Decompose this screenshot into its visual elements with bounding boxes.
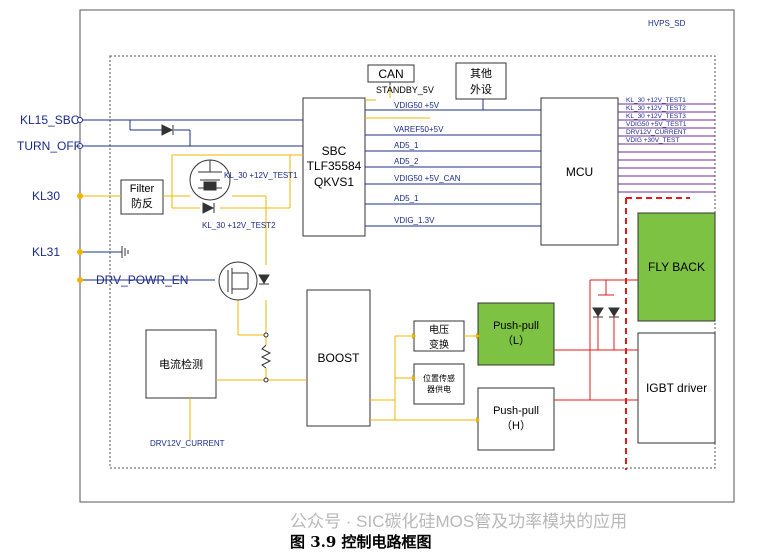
can-block	[367, 64, 415, 83]
label-test2: KL_30 +12V_TEST2	[202, 221, 276, 230]
boost-block	[306, 289, 371, 427]
current-detect-label: 电流检测	[159, 359, 203, 371]
port-drv-powr-en: DRV_POWR_EN	[96, 273, 189, 287]
outer-frame	[79, 9, 735, 503]
igbt-driver-block	[637, 332, 716, 444]
sig-ad5-1a: AD5_1	[394, 141, 419, 150]
igbt-label: IGBT driver	[645, 381, 708, 395]
watermark: 公众号 · SIC碳化硅MOS管及功率模块的应用	[290, 512, 628, 531]
other-peripherals-block	[455, 62, 507, 100]
standby-label: STANDBY_5V	[376, 85, 434, 95]
inner-dashed-frame	[109, 55, 716, 469]
flyback-block	[637, 212, 716, 322]
sig-vdig13: VDIG_1.3V	[394, 216, 435, 225]
voltage-convert-block	[413, 320, 465, 352]
current-detect-block	[145, 329, 217, 399]
port-turn-off: TURN_OFF	[17, 139, 81, 153]
figure-caption: 图 3.9 控制电路框图	[290, 533, 432, 551]
flyback-label: FLY BACK	[648, 260, 705, 274]
sig-vdig50: VDIG50 +5V	[394, 101, 440, 110]
mcu-label: MCU	[565, 164, 594, 179]
mcu-signal: VDIG +30V_TEST	[626, 137, 680, 144]
sensor-supply-label: 位置传感器供电	[423, 374, 455, 394]
pushpull-h-label: Push-pull（H）	[493, 405, 539, 432]
pushpull-l-label: Push-pull（L）	[493, 320, 539, 347]
sig-ad5-1b: AD5_1	[394, 194, 419, 203]
sig-varef50: VAREF50+5V	[394, 125, 444, 134]
mcu-signal-list: KL_30 +12V_TEST1 KL_30 +12V_TEST2 KL_30 …	[626, 97, 716, 146]
port-kl31: KL31	[32, 245, 61, 259]
mcu-signal: VDIG50 +5V_TEST1	[626, 121, 687, 128]
sig-vdig50-can: VDIG50 +5V_CAN	[394, 174, 461, 183]
mcu-signal: KL_30 +12V_TEST3	[626, 113, 686, 120]
mcu-block	[540, 97, 619, 246]
port-kl30: KL30	[32, 189, 61, 203]
mcu-signal: DRV12V_CURRENT	[626, 129, 687, 136]
sig-ad5-2: AD5_2	[394, 157, 419, 166]
port-kl15: KL15_SBC	[20, 113, 80, 127]
sensor-supply-block	[413, 363, 465, 405]
label-drv-current: DRV12V_CURRENT	[150, 439, 225, 448]
can-label: CAN	[378, 66, 404, 81]
pushpull-l-block	[477, 302, 555, 366]
boost-label: BOOST	[317, 351, 360, 365]
voltage-convert-label: 电压变换	[429, 325, 449, 351]
label-test1: KL_30 +12V_TEST1	[224, 171, 298, 180]
other-peripherals-label: 其他外设	[470, 68, 492, 96]
filter-block	[120, 179, 164, 215]
hvps-label: HVPS_SD	[648, 19, 686, 28]
mcu-signal: KL_30 +12V_TEST1	[626, 97, 686, 104]
mcu-signal: KL_30 +12V_TEST2	[626, 105, 686, 112]
